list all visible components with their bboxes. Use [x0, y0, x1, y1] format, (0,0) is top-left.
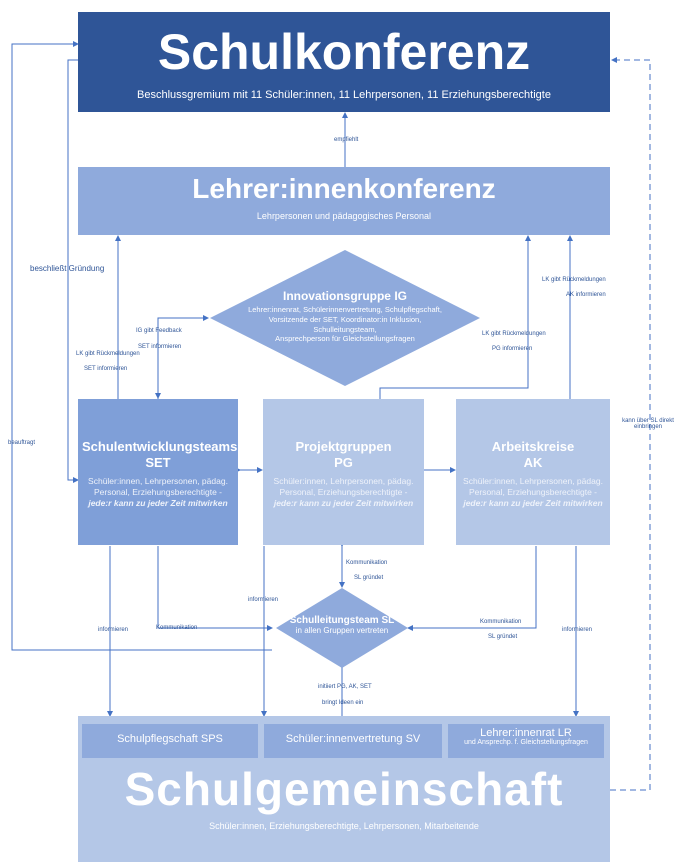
- innovationsgruppe-diamond: Innovationsgruppe IG Lehrer:innenrat, Sc…: [210, 289, 480, 344]
- label-lk-rueck-ak: LK gibt Rückmeldungen: [542, 277, 606, 283]
- label-kann-ueber: kann über SL direkt einbringen: [622, 418, 674, 430]
- sv-label: Schüler:innenvertretung SV: [285, 733, 421, 745]
- schulgemeinschaft-subtitle: Schüler:innen, Erziehungsberechtigte, Le…: [209, 821, 479, 831]
- innovationsgruppe-line-4: Ansprechperson für Gleichstellungsfragen: [275, 334, 415, 344]
- group-set-members: Schüler:innen, Lehrpersonen, pädag. Pers…: [88, 475, 228, 497]
- group-pg-members: Schüler:innen, Lehrpersonen, pädag. Pers…: [273, 475, 414, 497]
- group-ak-box: Arbeitskreise AK Schüler:innen, Lehrpers…: [456, 399, 610, 545]
- lehrerkonferenz-title: Lehrer:innenkonferenz: [192, 173, 496, 204]
- label-sl-gruendet-ak: SL gründet: [488, 634, 518, 640]
- schulkonferenz-title: Schulkonferenz: [157, 24, 531, 80]
- schulleitung-subtitle: in allen Gruppen vertreten: [295, 626, 389, 635]
- group-pg-abbrev: PG: [334, 455, 353, 471]
- label-set-informieren: SET informieren: [84, 366, 128, 372]
- lr-box: Lehrer:innenrat LR und Ansprechp. f. Gle…: [448, 724, 604, 758]
- group-pg-italic: jede:r kann zu jeder Zeit mitwirken: [273, 497, 414, 508]
- innovationsgruppe-line-3: Schulleitungsteam,: [313, 324, 377, 334]
- group-ak-members: Schüler:innen, Lehrpersonen, pädag. Pers…: [463, 475, 603, 497]
- group-pg-title: Projektgruppen: [295, 439, 392, 454]
- lr-subtitle: und Ansprechp. f. Gleichstellungsfragen: [464, 739, 588, 746]
- label-beschliesst: beschließt Gründung: [30, 264, 105, 273]
- schulleitung-title: Schulleitungsteam SL: [289, 615, 395, 626]
- group-set-text: Schüler:innen, Lehrpersonen, pädag. Pers…: [82, 476, 234, 509]
- lehrerkonferenz-subtitle: Lehrpersonen und pädagogisches Personal: [256, 211, 432, 221]
- label-beauftragt: beauftragt: [8, 440, 36, 446]
- arrow-kann-ueber: [610, 57, 651, 791]
- schulkonferenz-subtitle: Beschlussgremium mit 11 Schüler:innen, 1…: [137, 89, 551, 101]
- innovationsgruppe-line-1: Lehrer:innenrat, Schülerinnenvertretung,…: [248, 305, 442, 314]
- label-lk-rueck-pg: LK gibt Rückmeldungen: [482, 331, 546, 337]
- label-informieren-pg: informieren: [248, 597, 279, 603]
- schulkonferenz-box: Schulkonferenz Beschlussgremium mit 11 S…: [78, 12, 610, 112]
- label-bringt: bringt Ideen ein: [322, 700, 364, 706]
- lehrerkonferenz-box: Lehrer:innenkonferenz Lehrpersonen und p…: [78, 167, 610, 235]
- arrow-set-sl: [157, 546, 273, 631]
- arrow-beschliesst: [67, 59, 79, 483]
- sps-label: Schulpflegschaft SPS: [117, 733, 223, 745]
- lr-title: Lehrer:innenrat LR: [480, 727, 572, 739]
- label-ak-informieren: AK informieren: [566, 292, 606, 298]
- group-ak-abbrev: AK: [523, 455, 543, 471]
- sps-box: Schulpflegschaft SPS: [82, 724, 258, 758]
- label-ig-feedback: IG gibt Feedback: [136, 328, 182, 334]
- label-kommunikation-ak: Kommunikation: [480, 619, 522, 625]
- sv-box: Schüler:innenvertretung SV: [264, 724, 442, 758]
- schulgemeinschaft-title: Schulgemeinschaft: [124, 763, 564, 815]
- group-set-title: Schulentwicklungsteams: [82, 439, 238, 454]
- label-informieren-ak: informieren: [562, 627, 593, 633]
- group-ak-italic: jede:r kann zu jeder Zeit mitwirken: [463, 497, 603, 508]
- group-set-italic: jede:r kann zu jeder Zeit mitwirken: [88, 497, 228, 508]
- group-set-box: Schulentwicklungsteams SET Schüler:innen…: [78, 399, 238, 545]
- label-initiiert: initiiert PG, AK, SET: [318, 684, 372, 690]
- label-sl-gruendet-pg: SL gründet: [354, 575, 384, 581]
- label-informieren-set: informieren: [98, 627, 129, 633]
- label-kommunikation-set: Kommunikation: [156, 625, 198, 631]
- label-pg-informieren: PG informieren: [492, 346, 533, 352]
- innovationsgruppe-line-2: Vorsitzende der SET, Koordinator:in Inkl…: [268, 314, 422, 324]
- group-set-abbrev: SET: [145, 455, 171, 471]
- label-kommunikation-pg: Kommunikation: [346, 560, 388, 566]
- group-pg-box: Projektgruppen PG Schüler:innen, Lehrper…: [263, 399, 424, 545]
- group-ak-title: Arbeitskreise: [491, 439, 575, 454]
- arrow-beauftragt: [11, 41, 272, 651]
- group-ak-text: Schüler:innen, Lehrpersonen, pädag. Pers…: [460, 476, 606, 509]
- label-kann-ueber-text: kann über SL direkt einbringen: [622, 418, 674, 430]
- innovationsgruppe-title: Innovationsgruppe IG: [282, 289, 407, 303]
- label-empfiehlt: empfiehlt: [334, 137, 359, 143]
- label-set-informieren-top: SET informieren: [138, 344, 182, 350]
- schulleitung-diamond: Schulleitungsteam SL in allen Gruppen ve…: [276, 615, 408, 635]
- arrow-pg-lk: [379, 235, 531, 399]
- label-lk-rueck-set: LK gibt Rückmeldungen: [76, 351, 140, 357]
- arrow-ak-sl: [407, 546, 537, 631]
- group-pg-text: Schüler:innen, Lehrpersonen, pädag. Pers…: [267, 476, 420, 509]
